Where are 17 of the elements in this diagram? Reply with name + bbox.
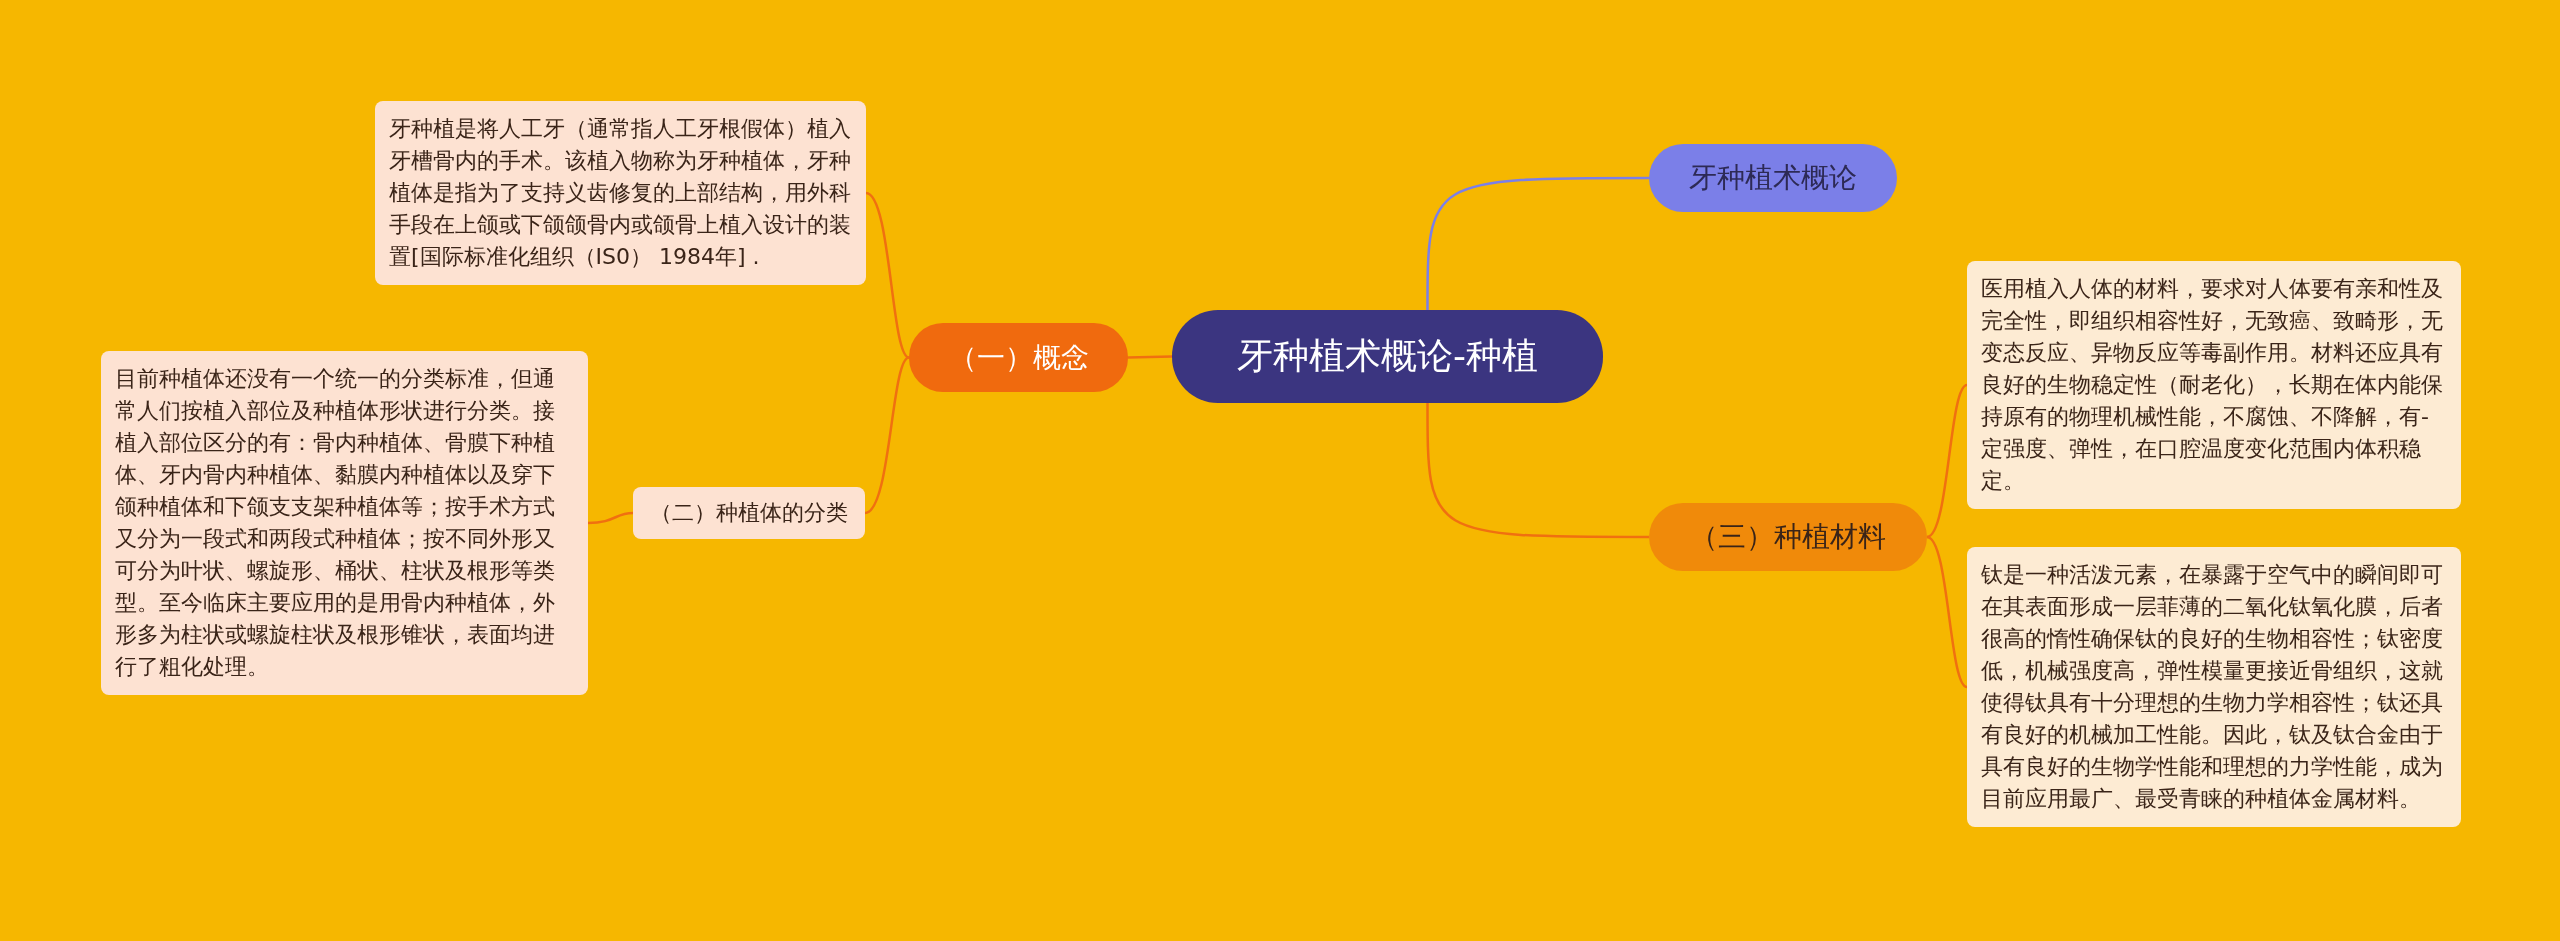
central-topic: 牙种植术概论-种植 xyxy=(1172,310,1603,403)
note-card: 钛是一种活泼元素，在暴露于空气中的瞬间即可在其表面形成一层菲薄的二氧化钛氧化膜，后者很高的惰性确保钛的良好的生物相容性；钛密度低，机械强度高，弹性模量更接近骨组织，这就使得钛具有十分理想的生物力学相容性；钛还具有良好的机械加工性能。因此，钛及钛合金由于具有良好的生物学性能和理想的力学性能，成为目前应用最广、最受青睐的种植体金属材料。 xyxy=(1967,547,2461,827)
topic-pill: （三）种植材料 xyxy=(1649,503,1927,571)
connector-line xyxy=(1426,176,1649,310)
connector-line xyxy=(1926,535,1968,688)
topic-pill: （一）概念 xyxy=(909,323,1128,392)
note-card: 医用植入人体的材料，要求对人体要有亲和性及完全性，即组织相容性好，无致癌、致畸形，无变态反应、异物反应等毒副作用。材料还应具有良好的生物稳定性（耐老化），长期在体内能保持原有的物理机械性能，不腐蚀、不降解，有-定强度、弹性，在口腔温度变化范围内体积稳定。 xyxy=(1967,261,2461,509)
note-card: 牙种植是将人工牙（通常指人工牙根假体）植入牙槽骨内的手术。该植入物称为牙种植体，牙种植体是指为了支持义齿修复的上部结构，用外科手段在上颌或下颌颌骨内或颌骨上植入设计的装置[国际标准化组织（IS0） 1984年] . xyxy=(375,101,866,285)
connector-line xyxy=(865,191,910,359)
topic-pill: （二）种植体的分类 xyxy=(633,487,865,539)
connector-line xyxy=(1426,403,1649,539)
topic-pill: 牙种植术概论 xyxy=(1649,144,1897,212)
connector-line xyxy=(864,356,910,515)
connector-line xyxy=(1926,384,1968,539)
note-card: 目前种植体还没有一个统一的分类标准，但通常人们按植入部位及种植体形状进行分类。接植入部位区分的有：骨内种植体、骨膜下种植体、牙内骨内种植体、黏膜内种植体以及穿下颌种植体和下颌支支架种植体等；按手术方式又分为一段式和两段式种植体；按不同外形又可分为叶状、螺旋形、桶状、柱状及根形等类型。至今临床主要应用的是用骨内种植体，外形多为柱状或螺旋柱状及根形锥状，表面均进行了粗化处理。 xyxy=(101,351,588,695)
connector-line xyxy=(1127,355,1173,359)
connector-line xyxy=(587,511,634,525)
